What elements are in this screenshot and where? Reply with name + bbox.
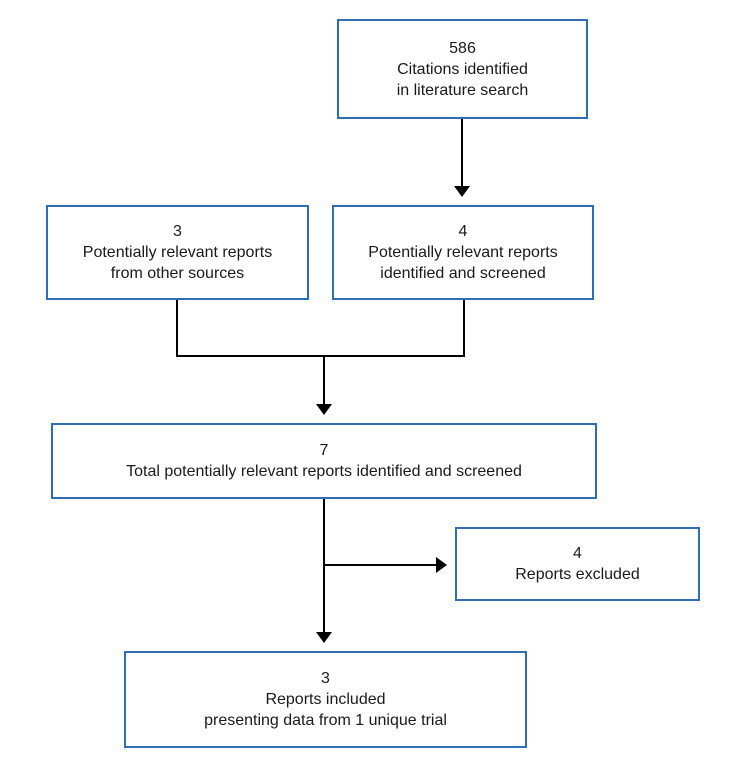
excluded-box: 4 Reports excluded: [455, 527, 700, 601]
screened-line1: Potentially relevant reports: [368, 244, 558, 261]
citations-box: 586 Citations identified in literature s…: [337, 19, 588, 119]
included-line2: presenting data from 1 unique trial: [204, 712, 447, 729]
excluded-line1: Reports excluded: [515, 566, 640, 583]
total-line1: Total potentially relevant reports ident…: [126, 463, 522, 480]
other-sources-line2: from other sources: [110, 265, 245, 282]
total-count: 7: [319, 442, 329, 459]
arrowhead-to-excluded: [436, 557, 447, 573]
included-count: 3: [321, 670, 330, 687]
arrowhead-merge-to-total: [316, 404, 332, 415]
included-box: 3 Reports included presenting data from …: [124, 651, 527, 748]
citations-line2: in literature search: [396, 81, 529, 99]
other-sources-line1: Potentially relevant reports: [82, 244, 273, 261]
screened-box: 4 Potentially relevant reports identifie…: [332, 205, 594, 300]
arrowhead-total-to-included: [316, 632, 332, 643]
total-box: 7 Total potentially relevant reports ide…: [51, 423, 597, 499]
citations-line1: Citations identified: [397, 60, 528, 78]
merge-connector: [176, 300, 465, 357]
screened-line2: identified and screened: [380, 265, 546, 282]
included-line1: Reports included: [265, 691, 386, 708]
arrowhead-citations-to-screened: [454, 186, 470, 197]
citations-count: 586: [449, 39, 476, 57]
excluded-count: 4: [573, 545, 582, 562]
other-sources-count: 3: [173, 223, 182, 240]
screened-count: 4: [458, 223, 468, 240]
other-sources-box: 3 Potentially relevant reports from othe…: [46, 205, 309, 300]
